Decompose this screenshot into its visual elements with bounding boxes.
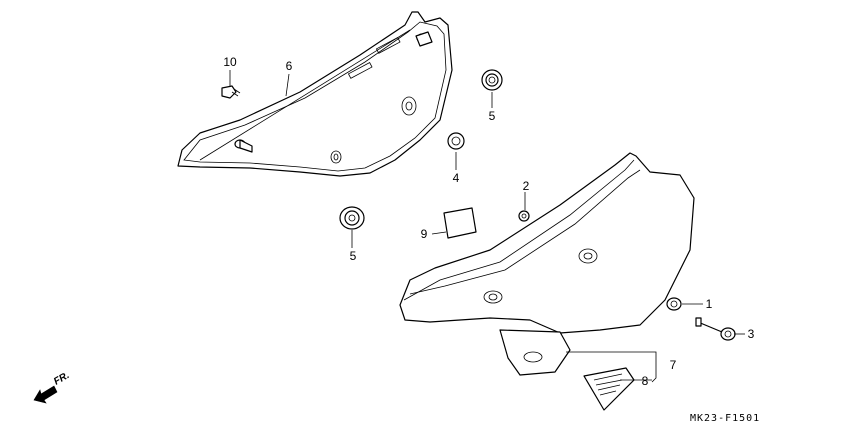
grommet-part-4	[447, 132, 465, 150]
leader-lines	[229, 70, 745, 383]
label-part-8	[583, 367, 635, 411]
callout-4: 4	[453, 171, 460, 185]
callout-5-lower: 5	[350, 249, 357, 263]
bolt-part-10	[221, 85, 241, 99]
callout-6: 6	[286, 59, 293, 73]
front-direction-indicator: FR.	[33, 370, 71, 404]
nut-part-1	[666, 297, 682, 311]
diagram-reference-code: MK23-F1501	[690, 413, 760, 424]
callout-2: 2	[523, 179, 530, 193]
callout-10: 10	[223, 55, 237, 69]
callout-3: 3	[748, 327, 755, 341]
callout-7: 7	[670, 358, 677, 372]
front-label: FR.	[52, 370, 71, 388]
callout-1: 1	[706, 297, 713, 311]
grommet-part-5-lower	[339, 206, 365, 230]
left-side-cover	[177, 11, 453, 177]
fastener-part-3	[695, 317, 736, 341]
callout-5-upper: 5	[489, 109, 496, 123]
callout-9: 9	[421, 227, 428, 241]
collar-part-2	[518, 210, 530, 222]
pad-part-9	[443, 207, 477, 239]
callout-8: 8	[642, 374, 649, 388]
front-arrow-icon	[33, 385, 58, 404]
right-side-cover	[399, 152, 695, 376]
grommet-part-5-upper	[481, 69, 503, 91]
